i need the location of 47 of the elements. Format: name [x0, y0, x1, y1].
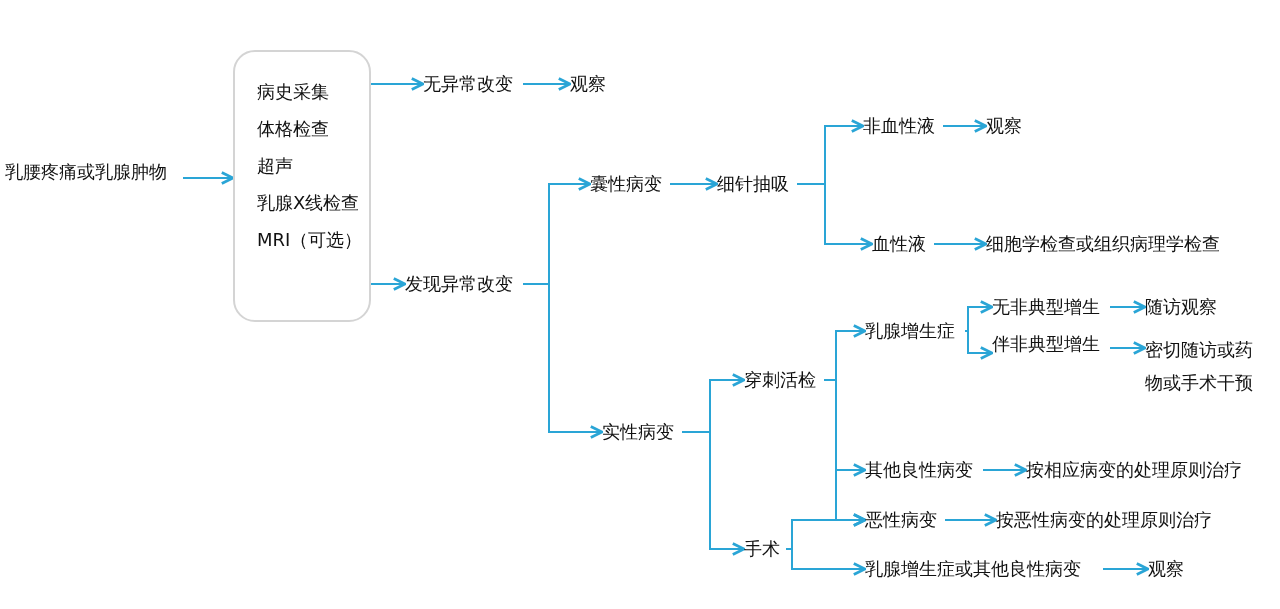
- arrow: [182, 171, 235, 185]
- arrow: [522, 77, 572, 91]
- step-text: 体格检查: [257, 117, 330, 141]
- step-label: 无非典型增生: [992, 295, 1110, 319]
- arrow: [982, 463, 1028, 477]
- step-label: 细针抽吸: [717, 172, 797, 196]
- step-label: 伴非典型增生: [992, 332, 1110, 356]
- step-label: 观察: [570, 72, 612, 96]
- step-label: 穿刺活检: [744, 368, 824, 392]
- step-label: 手术: [744, 537, 786, 561]
- step-label: 乳腺增生症: [865, 319, 965, 343]
- step-label: 乳腺增生症或其他良性病变: [865, 557, 1103, 581]
- step-label: 无异常改变: [423, 72, 523, 96]
- step-label: 非血性液: [863, 114, 943, 138]
- arrow: [796, 183, 874, 251]
- step-label: 按相应病变的处理原则治疗: [1026, 458, 1264, 482]
- arrow: [370, 277, 407, 291]
- arrow: [681, 431, 746, 556]
- arrow: [1102, 562, 1150, 576]
- step-label: 恶性病变: [865, 508, 945, 532]
- step-label: 随访观察: [1145, 295, 1225, 319]
- step-label: 密切随访或药物或手术干预: [1145, 333, 1267, 399]
- arrow: [1109, 341, 1147, 355]
- step-label: 实性病变: [602, 420, 682, 444]
- step-label: 观察: [986, 114, 1028, 138]
- arrow: [933, 237, 988, 251]
- step-label: 血性液: [872, 232, 934, 256]
- arrow: [785, 548, 867, 576]
- arrow: [944, 513, 998, 527]
- arrow: [964, 300, 994, 332]
- arrow: [964, 330, 994, 360]
- step-label: 其他良性病变: [865, 458, 983, 482]
- arrow: [942, 119, 988, 133]
- step-text: 病史采集: [257, 80, 330, 104]
- rounded-box: [233, 50, 371, 322]
- step-label: 细胞学检查或组织病理学检查: [986, 232, 1246, 256]
- step-text: 乳腺X线检查: [257, 191, 361, 215]
- arrow: [370, 77, 425, 91]
- step-label: 发现异常改变: [405, 272, 523, 296]
- step-label: 乳腰疼痛或乳腺肿物: [5, 160, 183, 184]
- arrow: [669, 177, 719, 191]
- step-label: 囊性病变: [590, 172, 670, 196]
- step-text: 超声: [257, 154, 294, 178]
- step-label: 按恶性病变的处理原则治疗: [996, 508, 1234, 532]
- arrow: [1109, 300, 1147, 314]
- step-label: 观察: [1148, 557, 1190, 581]
- step-text: MRI（可选）: [257, 228, 364, 252]
